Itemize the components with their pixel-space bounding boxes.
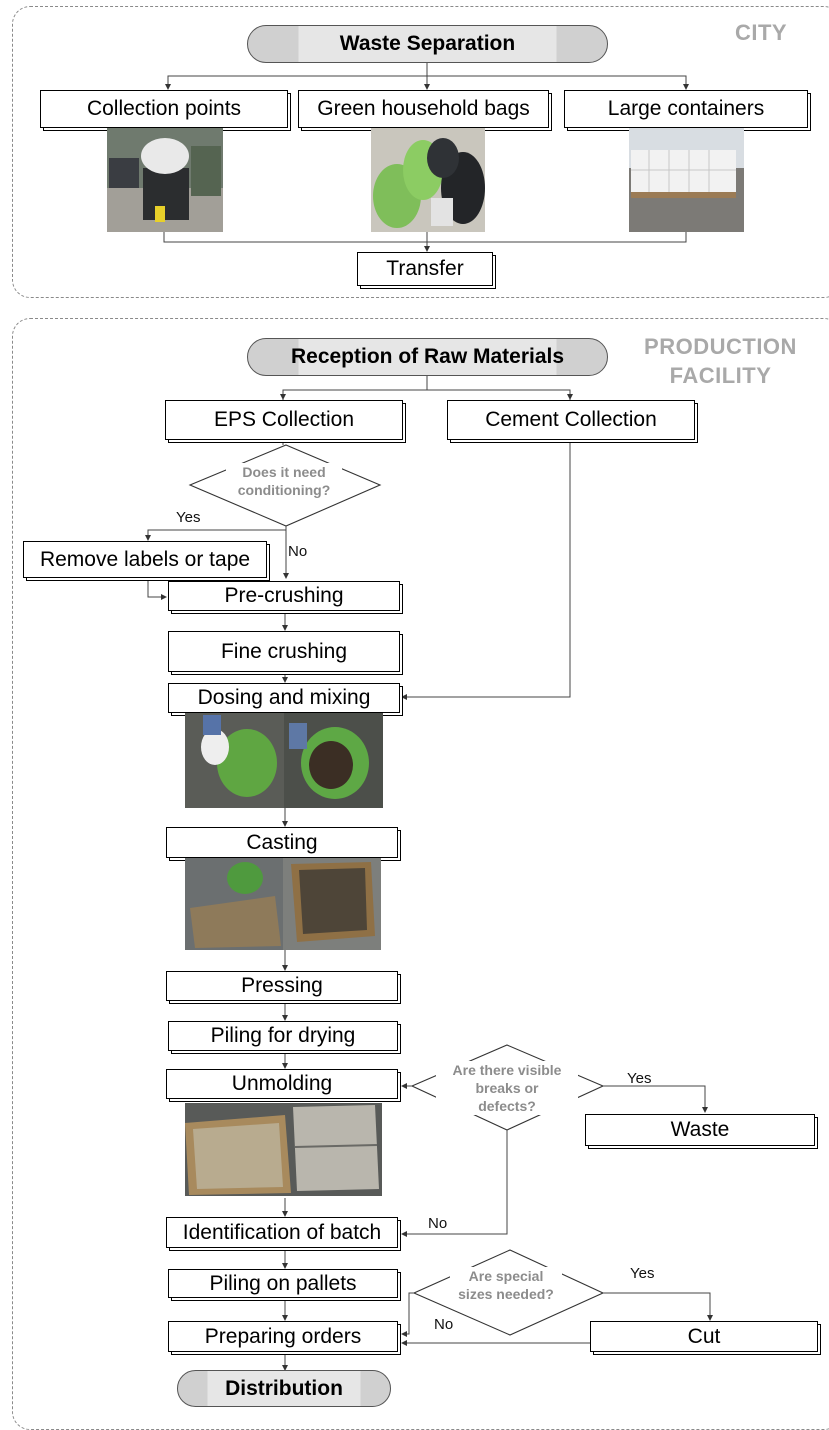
defects-yes-label: Yes xyxy=(627,1070,652,1087)
collection-points-photo xyxy=(107,128,223,232)
eps-collection-node: EPS Collection xyxy=(165,400,403,440)
unmolding-photo-image xyxy=(185,1103,382,1196)
waste-node: Waste xyxy=(585,1114,815,1146)
conditioning-no-label: No xyxy=(288,543,308,560)
cut-node: Cut xyxy=(590,1321,818,1352)
production-facility-label: PRODUCTION FACILITY xyxy=(628,332,813,390)
identification-of-batch-node: Identification of batch xyxy=(166,1217,398,1248)
unmolding-node: Unmolding xyxy=(166,1069,398,1099)
fine-crushing-node: Fine crushing xyxy=(168,631,400,672)
remove-labels-node: Remove labels or tape xyxy=(23,541,267,578)
collection-points-photo-image xyxy=(107,128,223,232)
large-containers-node: Large containers xyxy=(564,90,808,128)
conditioning-yes-label: Yes xyxy=(176,509,201,526)
dosing-mixing-node: Dosing and mixing xyxy=(168,683,400,713)
defects-line2: breaks or xyxy=(475,1080,539,1096)
defects-decision-text: Are there visible breaks or defects? xyxy=(436,1061,578,1115)
reception-of-raw-materials-node: Reception of Raw Materials xyxy=(247,338,608,376)
waste-separation-node: Waste Separation xyxy=(247,25,608,63)
large-containers-photo-image xyxy=(629,128,744,232)
dosing-mixing-photo-image xyxy=(185,713,383,808)
special-yes-label: Yes xyxy=(630,1265,655,1282)
casting-photo xyxy=(185,858,381,950)
collection-points-node: Collection points xyxy=(40,90,288,128)
city-label: CITY xyxy=(734,20,788,45)
cement-collection-node: Cement Collection xyxy=(447,400,695,440)
conditioning-decision-text: Does it need conditioning? xyxy=(226,463,342,499)
special-sizes-decision-text: Are special sizes needed? xyxy=(450,1267,562,1303)
piling-for-drying-node: Piling for drying xyxy=(168,1021,398,1051)
conditioning-line2: conditioning? xyxy=(237,482,331,498)
city-region xyxy=(12,6,829,298)
special-line2: sizes needed? xyxy=(458,1286,554,1302)
production-label-line1: PRODUCTION xyxy=(644,334,797,359)
green-household-bags-photo xyxy=(371,128,485,232)
pressing-node: Pressing xyxy=(166,971,398,1001)
preparing-orders-node: Preparing orders xyxy=(168,1321,398,1352)
unmolding-photo xyxy=(185,1103,382,1196)
distribution-node: Distribution xyxy=(177,1370,391,1407)
special-no-label: No xyxy=(434,1316,454,1333)
large-containers-photo xyxy=(629,128,744,232)
green-bags-photo-image xyxy=(371,128,485,232)
transfer-node: Transfer xyxy=(357,252,493,286)
defects-line1: Are there visible xyxy=(452,1062,562,1078)
casting-node: Casting xyxy=(166,827,398,858)
piling-on-pallets-node: Piling on pallets xyxy=(168,1269,398,1298)
conditioning-line1: Does it need xyxy=(242,464,326,480)
green-household-bags-node: Green household bags xyxy=(298,90,549,128)
production-label-line2: FACILITY xyxy=(669,363,772,388)
casting-photo-image xyxy=(185,858,381,950)
pre-crushing-node: Pre-crushing xyxy=(168,581,400,611)
special-line1: Are special xyxy=(468,1268,544,1284)
defects-no-label: No xyxy=(428,1215,448,1232)
defects-line3: defects? xyxy=(478,1098,536,1114)
dosing-mixing-photo xyxy=(185,713,383,808)
